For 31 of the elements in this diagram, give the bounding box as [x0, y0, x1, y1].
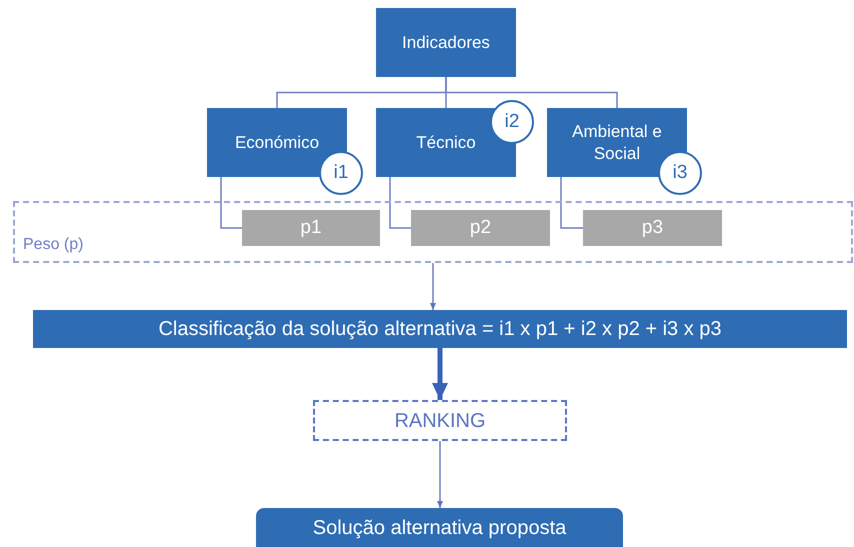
node-label: Ambiental e Social: [571, 121, 663, 164]
node-label: p1: [300, 216, 322, 240]
connector-line: [445, 77, 618, 108]
arrow: [432, 348, 448, 400]
weight-box: [583, 210, 722, 246]
connector-line: [389, 177, 411, 229]
arrow: [437, 441, 443, 508]
node-label: Solução alternativa proposta: [312, 516, 566, 540]
ranking-box: [313, 400, 567, 441]
node-label: Técnico: [416, 132, 476, 154]
result-box: [256, 508, 623, 547]
indicator-box: [207, 108, 347, 177]
formula-bar: [33, 310, 847, 348]
node-label: p3: [642, 216, 664, 240]
node-label: i1: [334, 160, 348, 185]
connector-line: [560, 177, 583, 229]
weight-box: [242, 210, 380, 246]
indicator-box: [376, 8, 516, 77]
node-label: Classificação da solução alternativa = i1 x p1 + i2 x p2 + i3 x p3: [158, 317, 722, 342]
connector-line: [220, 177, 242, 229]
arrow: [430, 263, 436, 310]
node-label: Indicadores: [402, 32, 490, 54]
weight-box: [411, 210, 550, 246]
weight-band: [13, 201, 853, 263]
node-label: Económico: [234, 132, 320, 154]
node-label: p2: [470, 216, 492, 240]
node-label: i2: [504, 110, 520, 134]
indicator-box: [547, 108, 687, 177]
node-label: Peso (p): [23, 235, 84, 255]
node-label: i3: [672, 160, 688, 185]
node-label: RANKING: [394, 408, 486, 434]
